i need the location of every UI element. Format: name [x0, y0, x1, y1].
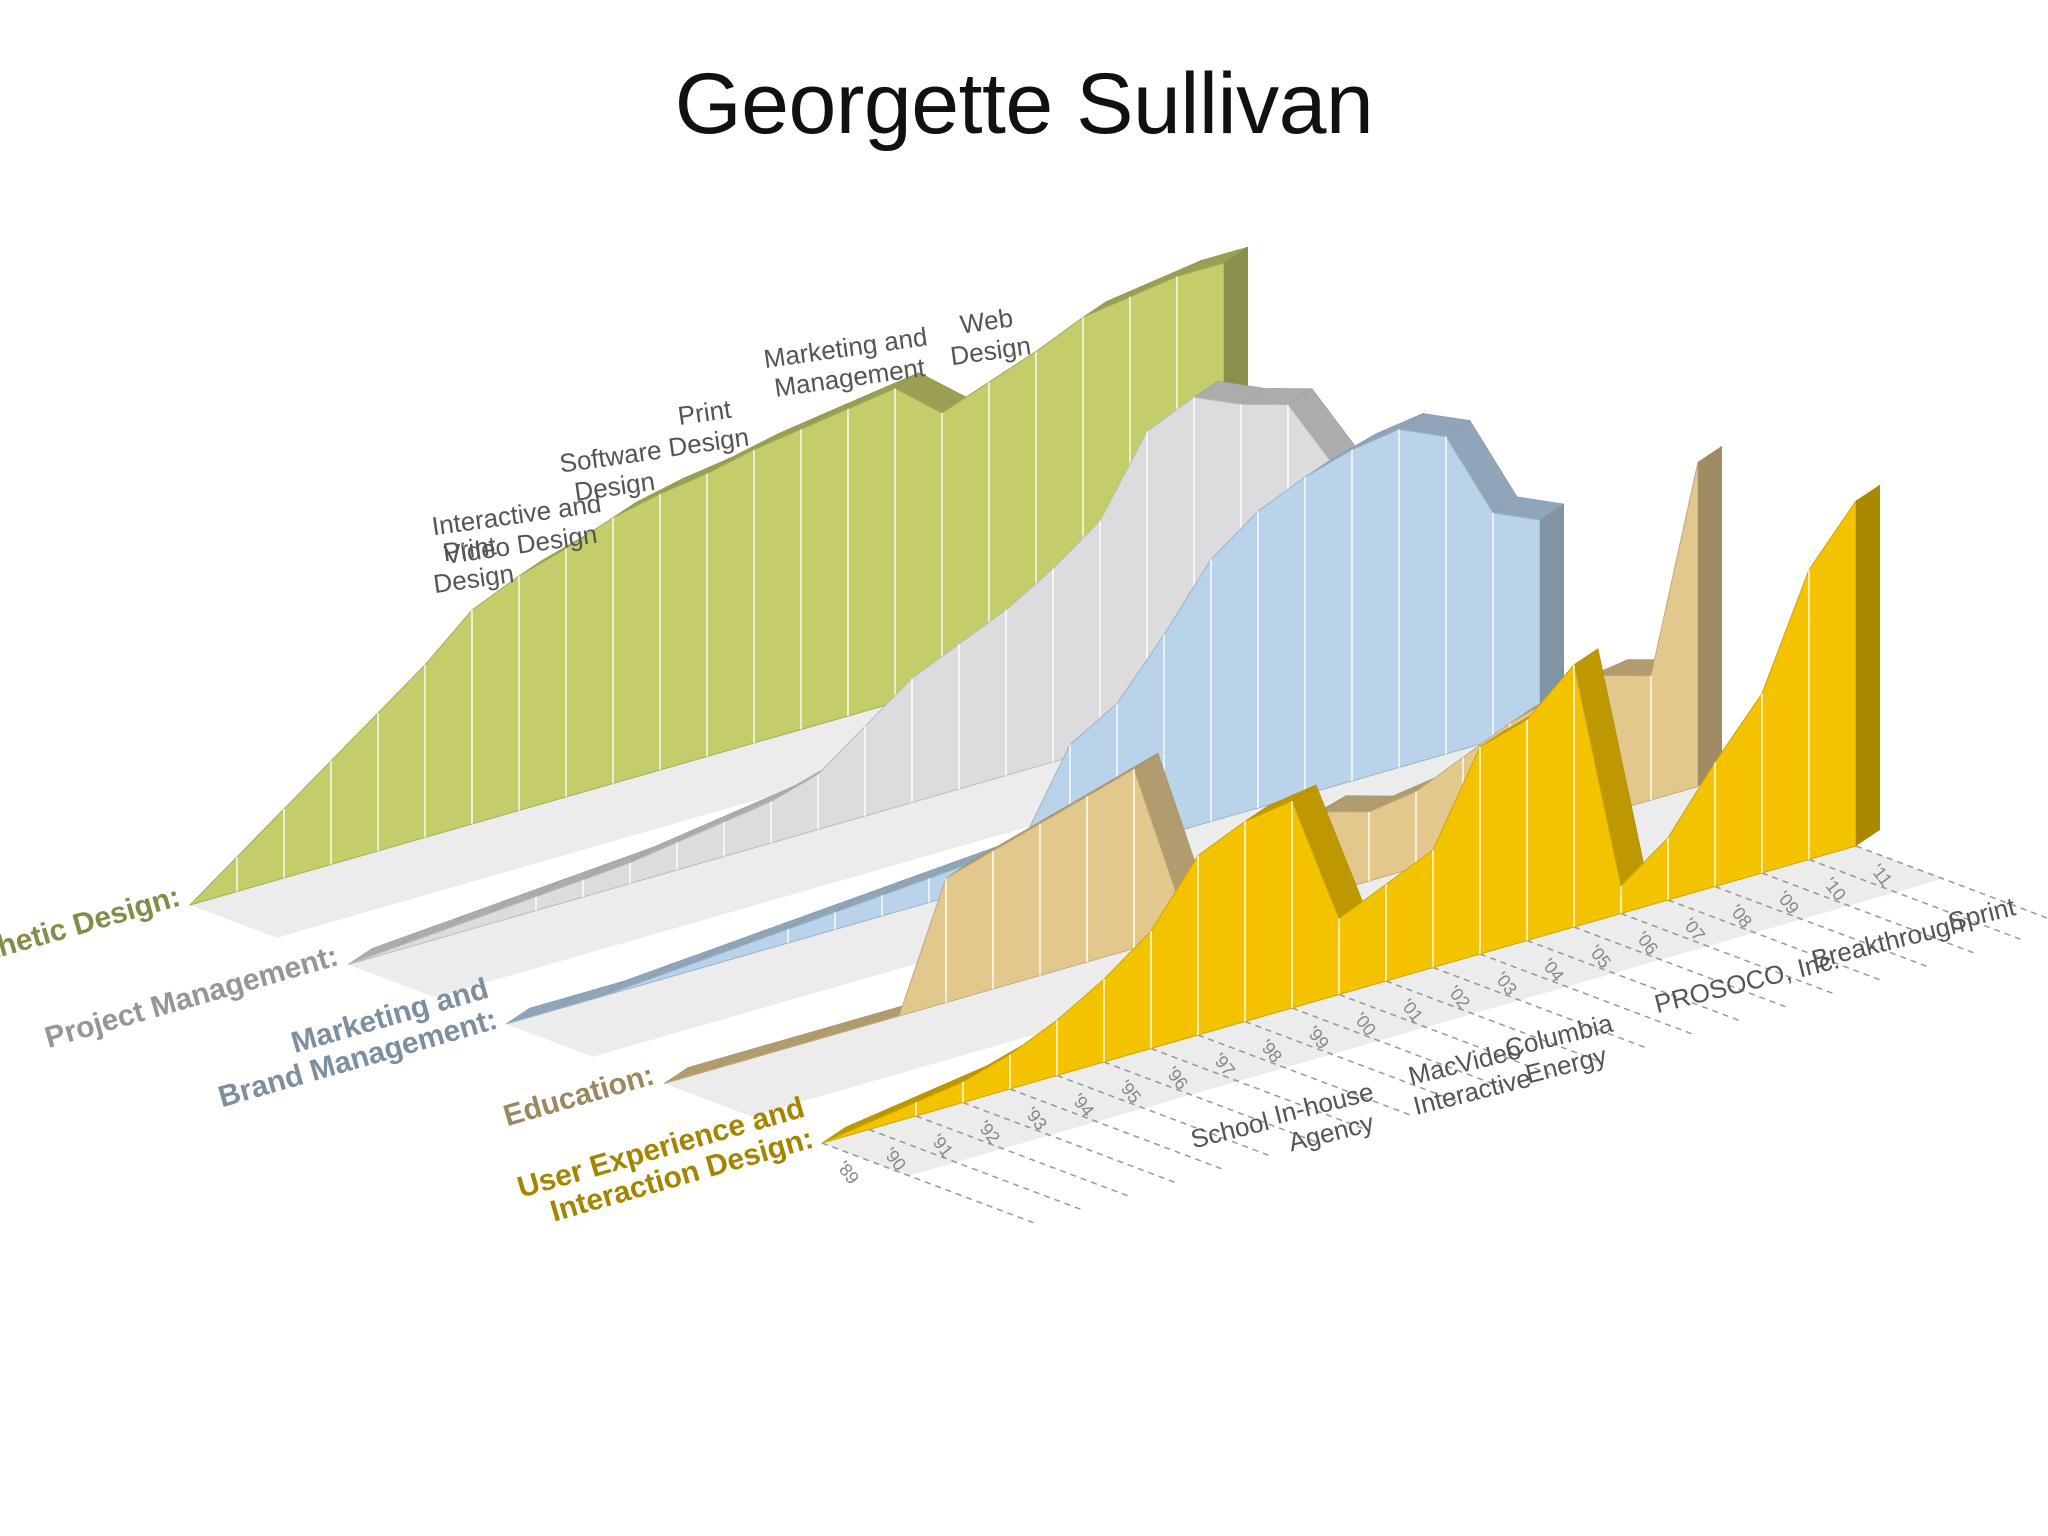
employer-label: School: [1188, 1106, 1272, 1154]
year-guide-line: [821, 1142, 1036, 1225]
year-guides: [821, 845, 2048, 1225]
page-title: Georgette Sullivan: [674, 56, 1374, 152]
year-guide-line: [1855, 845, 2048, 920]
phase-label: PrintDesign: [662, 392, 751, 463]
ribbon-end-cap: [1540, 504, 1564, 727]
year-guide-line: [1761, 872, 1976, 955]
employer-label: Breakthrough: [1808, 908, 1967, 975]
year-guide-line: [1526, 939, 1741, 1022]
ribbon-end-cap: [1856, 485, 1880, 846]
year-guide-line: [1244, 1020, 1459, 1103]
year-guide-line: [1009, 1088, 1224, 1171]
x-tick-label: '89: [833, 1157, 863, 1188]
year-guide-line: [1197, 1034, 1412, 1117]
series-label: Education:: [500, 1059, 658, 1133]
year-guide-line: [1103, 1061, 1318, 1144]
year-guide-line: [1667, 899, 1882, 982]
phase-label: SoftwareDesign: [558, 435, 668, 509]
year-guide-line: [1620, 912, 1835, 995]
year-guide-line: [1338, 993, 1553, 1076]
year-guide-line: [1714, 885, 1929, 968]
employer-label: Sprint: [1945, 891, 2019, 937]
ribbon-end-cap: [1698, 446, 1722, 787]
year-guide-line: [1150, 1047, 1365, 1130]
series-ribbon-1: Aesthetic Design:PrintDesignInteractive …: [0, 246, 1249, 982]
year-guide-line: [962, 1101, 1177, 1184]
phase-label: WebDesign: [944, 301, 1033, 372]
year-guide-line: [1385, 980, 1600, 1063]
year-guide-line: [1808, 858, 2023, 941]
year-guide-line: [1291, 1007, 1506, 1090]
year-guide-line: [1432, 966, 1647, 1049]
year-guide-line: [1573, 926, 1788, 1009]
year-guide-line: [868, 1128, 1083, 1211]
employer-label: In-houseAgency: [1271, 1076, 1384, 1159]
year-guide-line: [1479, 953, 1694, 1036]
year-guide-line: [915, 1115, 1130, 1198]
series-label: Aesthetic Design:: [0, 880, 184, 982]
year-guide-line: [1056, 1074, 1271, 1157]
